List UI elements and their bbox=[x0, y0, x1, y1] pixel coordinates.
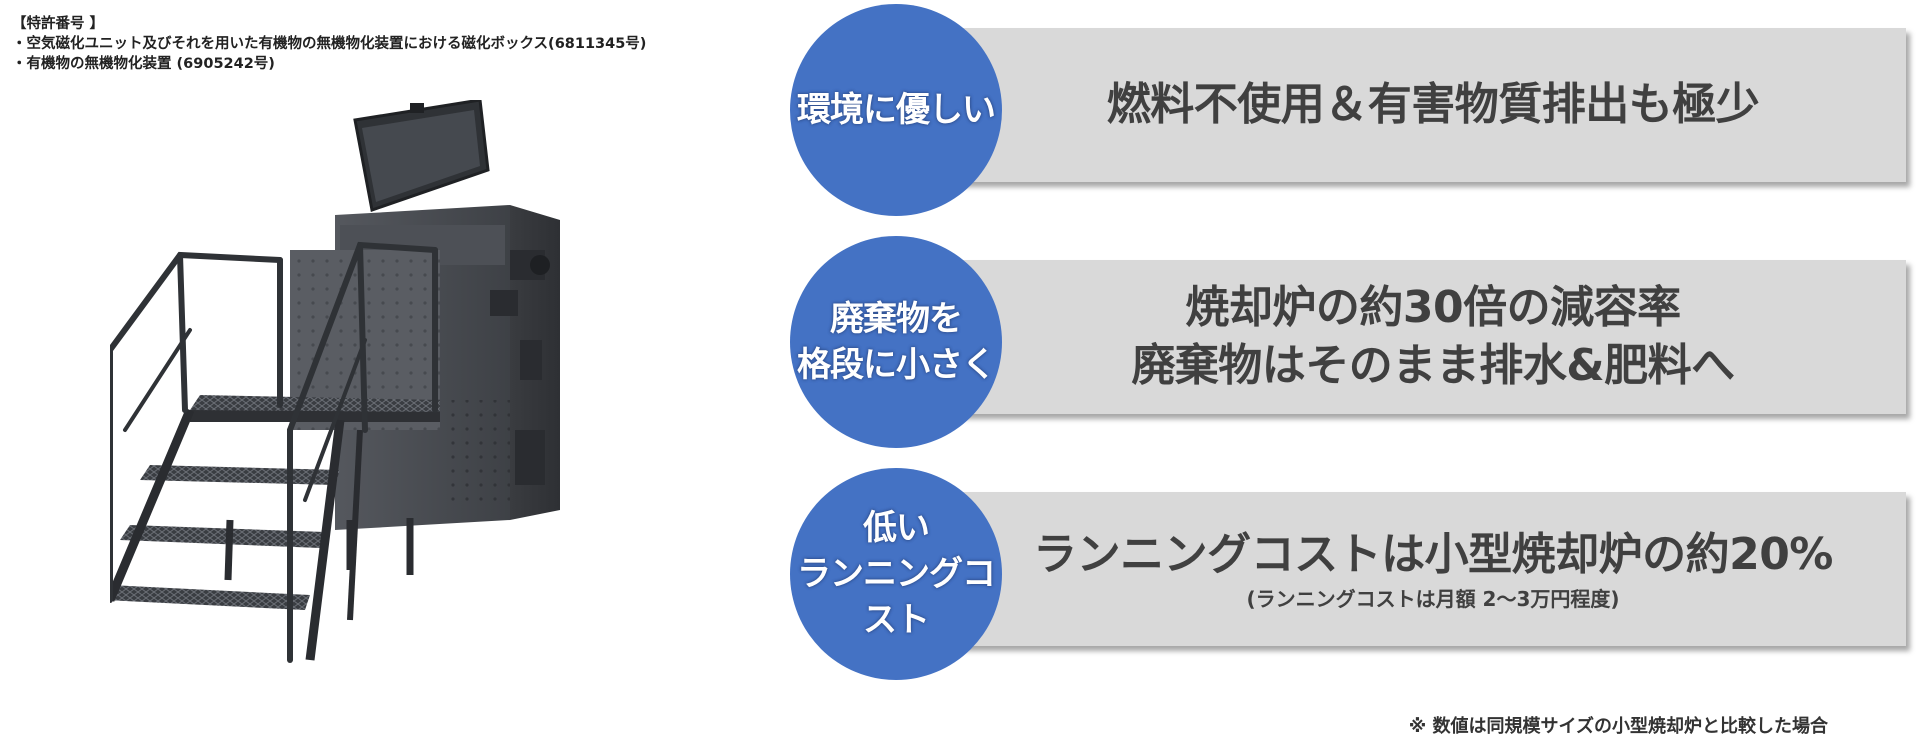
feature-row-3: ランニングコストは小型焼却炉の約20% (ランニングコストは月額 2～3万円程度… bbox=[790, 468, 1910, 680]
feature-circle: 環境に優しい bbox=[790, 4, 1002, 216]
patent-info: 【特許番号 】 ・空気磁化ユニット及びそれを用いた有機物の無機物化装置における磁… bbox=[12, 14, 646, 74]
feature-label: 低い ランニングコスト bbox=[797, 508, 996, 640]
feature-row-2: 焼却炉の約30倍の減容率 廃棄物はそのまま排水&肥料へ 廃棄物を 格段に小さく bbox=[790, 236, 1910, 448]
feature-circle: 廃棄物を 格段に小さく bbox=[790, 236, 1002, 448]
feature-text: ランニングコストは小型焼却炉の約20% bbox=[1033, 529, 1833, 580]
patent-item-1: ・空気磁化ユニット及びそれを用いた有機物の無機物化装置における磁化ボックス(68… bbox=[12, 36, 647, 52]
feature-text-line-2: 廃棄物はそのまま排水&肥料へ bbox=[1131, 340, 1735, 391]
feature-bar: 燃料不使用＆有害物質排出も極少 bbox=[960, 28, 1906, 182]
feature-label: 廃棄物を 格段に小さく bbox=[797, 299, 996, 385]
machine-lid bbox=[353, 100, 490, 212]
machine-railing bbox=[110, 241, 438, 663]
feature-bar: ランニングコストは小型焼却炉の約20% (ランニングコストは月額 2～3万円程度… bbox=[960, 492, 1906, 646]
machine-image bbox=[110, 100, 560, 663]
feature-text: 燃料不使用＆有害物質排出も極少 bbox=[1106, 79, 1760, 130]
feature-label: 環境に優しい bbox=[797, 90, 996, 130]
feature-bar: 焼却炉の約30倍の減容率 廃棄物はそのまま排水&肥料へ bbox=[960, 260, 1906, 414]
footnote: ※ 数値は同規模サイズの小型焼却炉と比較した場合 bbox=[1408, 716, 1828, 737]
feature-text-line-1: 焼却炉の約30倍の減容率 bbox=[1185, 282, 1681, 333]
feature-circle: 低い ランニングコスト bbox=[790, 468, 1002, 680]
patent-item-2: ・有機物の無機物化装置 (6905242号) bbox=[12, 56, 275, 72]
machine-stairs bbox=[110, 408, 363, 661]
patent-heading: 【特許番号 】 bbox=[12, 16, 105, 32]
feature-subtext: (ランニングコストは月額 2～3万円程度) bbox=[1246, 587, 1620, 611]
feature-row-1: 燃料不使用＆有害物質排出も極少 環境に優しい bbox=[790, 4, 1910, 216]
